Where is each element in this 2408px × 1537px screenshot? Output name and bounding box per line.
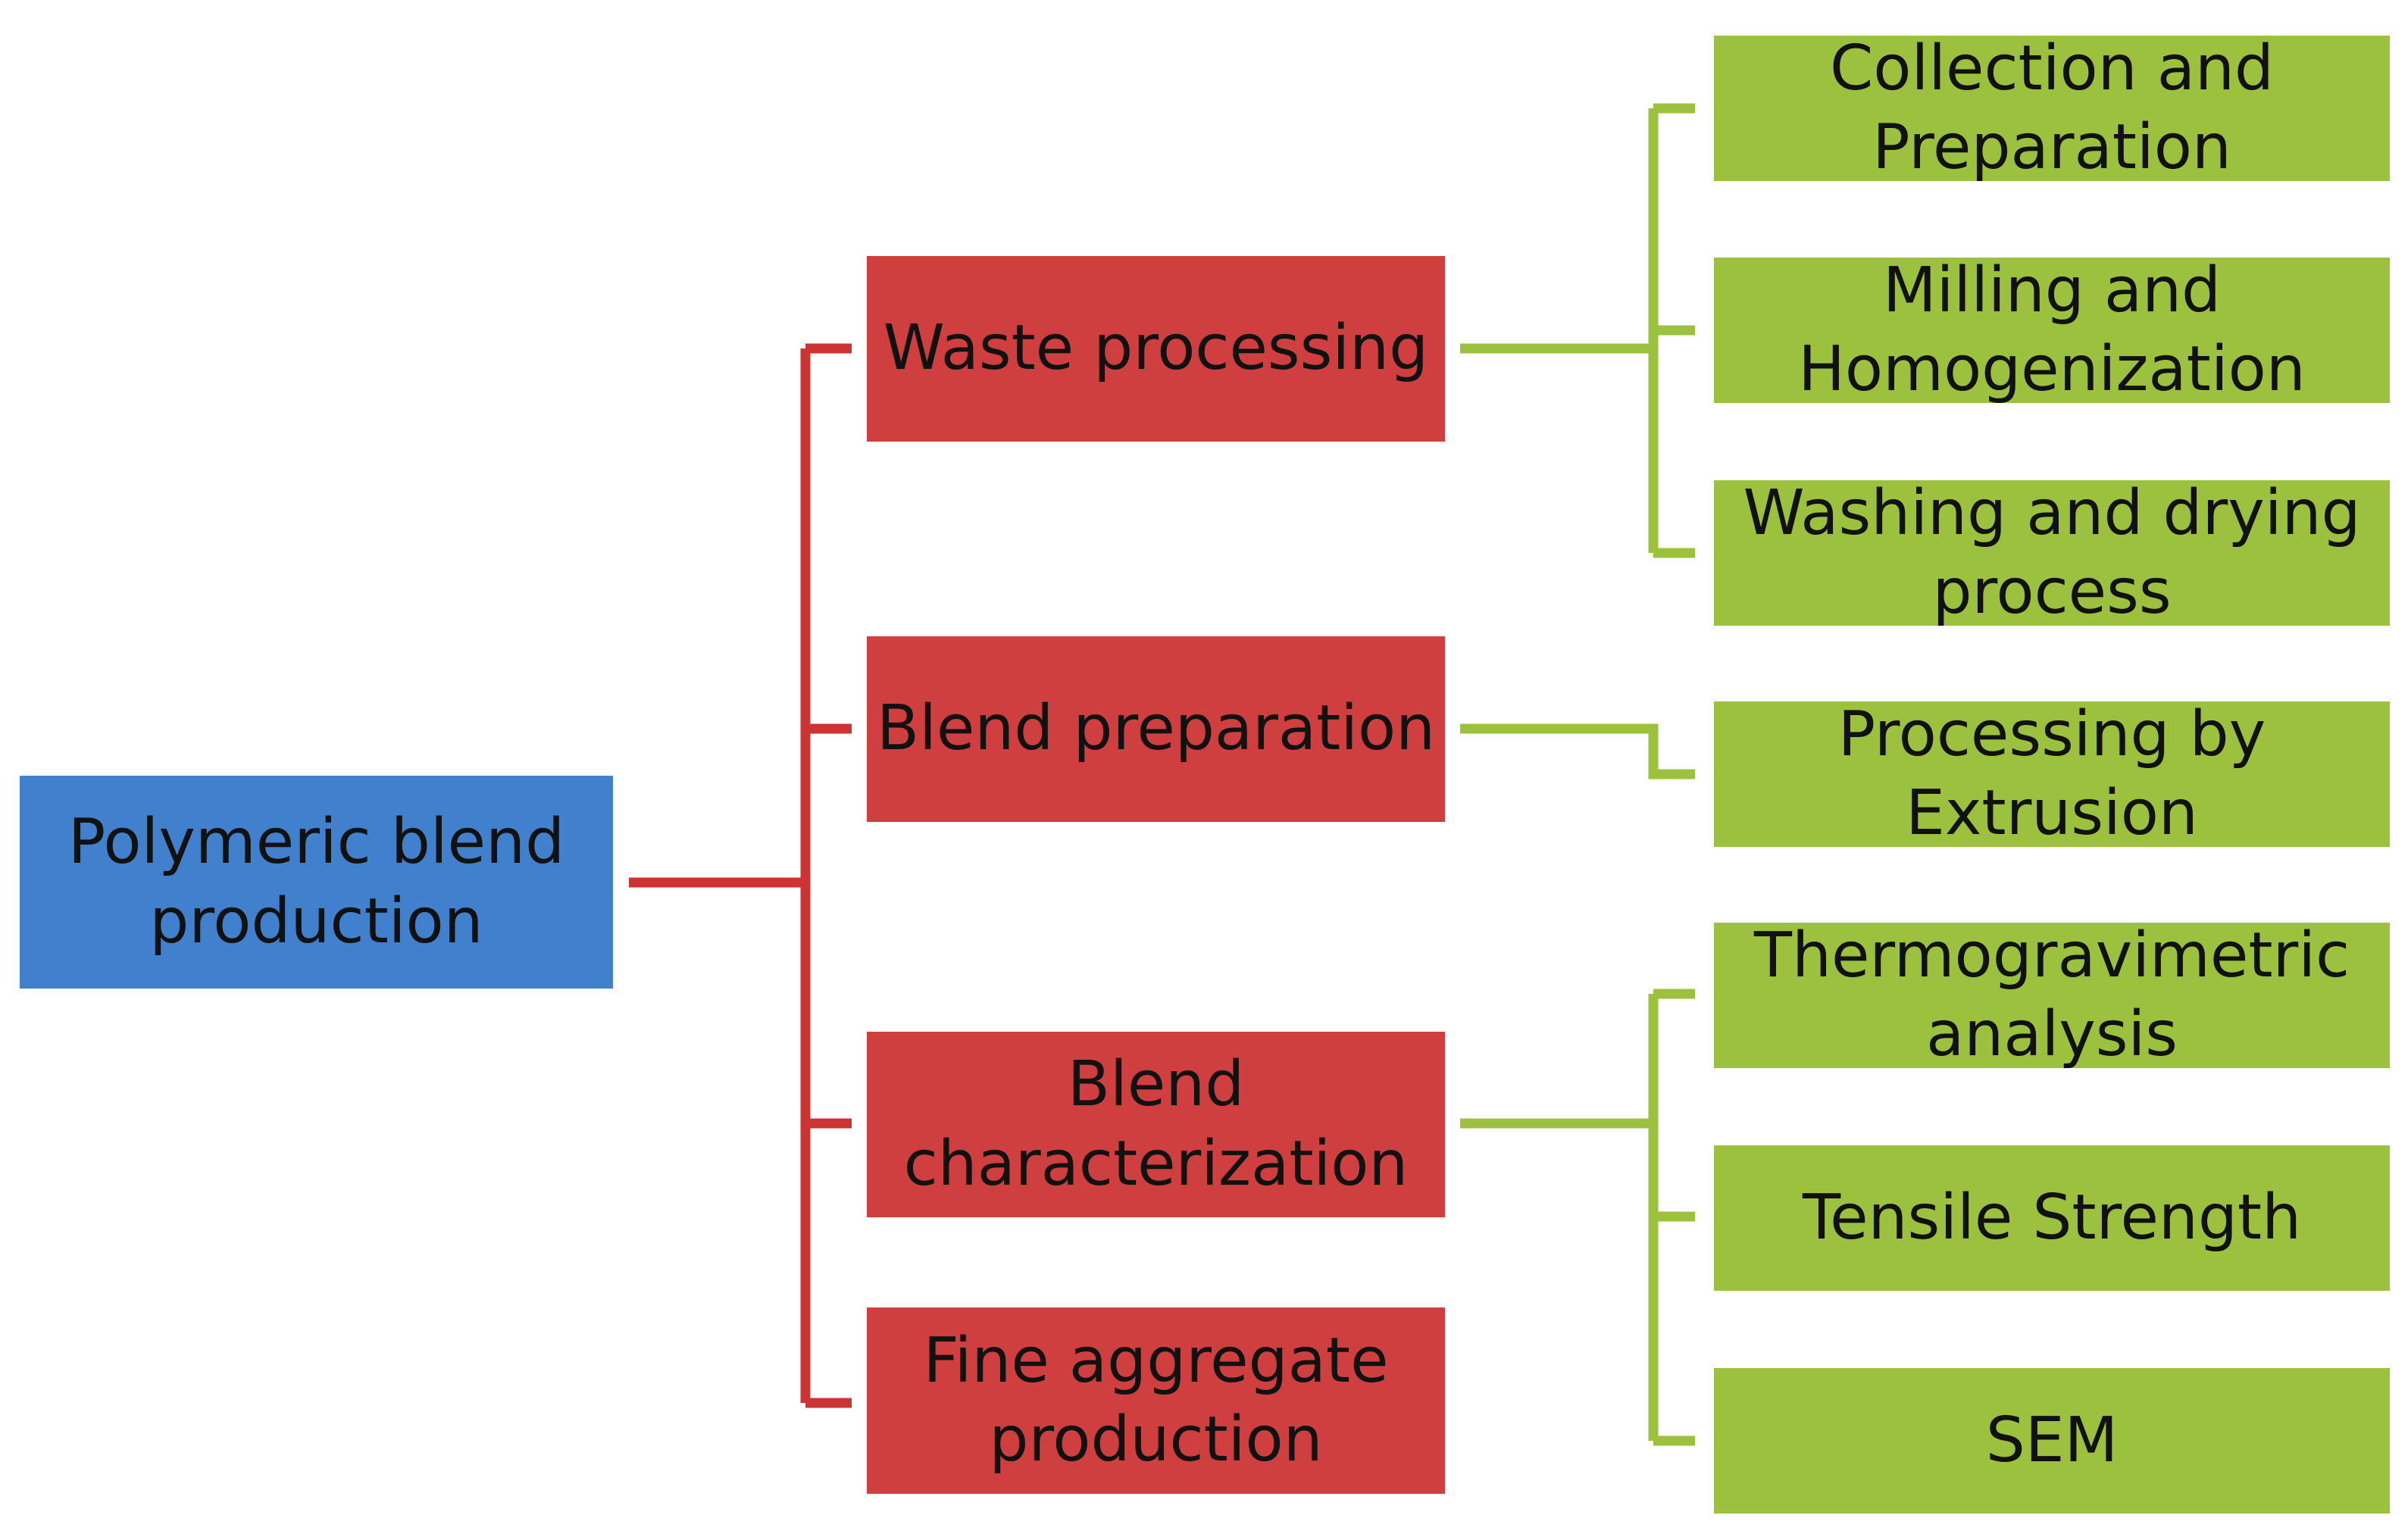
substep-node-sem: SEM bbox=[1714, 1368, 2390, 1514]
substep-label: Tensile Strength bbox=[1802, 1181, 2302, 1254]
substep-brackets bbox=[1460, 103, 1695, 1446]
stage-label-line-1: Blend bbox=[1067, 1048, 1245, 1121]
stage-label: Waste processing bbox=[883, 312, 1429, 385]
substep-label-line-1: Thermogravimetric bbox=[1753, 919, 2350, 992]
substep-node-collection-and-preparation: Collection and Preparation bbox=[1714, 33, 2390, 183]
substep-label-line-2: Homogenization bbox=[1798, 333, 2306, 405]
substep-node-processing-by-extrusion: Processing by Extrusion bbox=[1714, 698, 2390, 849]
substep-node-milling-and-homogenization: Milling and Homogenization bbox=[1714, 255, 2390, 405]
stage-label-line-2: characterization bbox=[903, 1127, 1409, 1200]
substep-label-line-2: Preparation bbox=[1872, 111, 2231, 183]
root-label-line-1: Polymeric blend bbox=[67, 806, 565, 879]
substep-label-line-1: Collection and bbox=[1830, 32, 2274, 105]
root-node-polymeric-blend-production: Polymeric blend production bbox=[20, 776, 613, 989]
blend-prep-connector bbox=[1460, 723, 1695, 779]
substep-node-thermogravimetric-analysis: Thermogravimetric analysis bbox=[1714, 920, 2390, 1070]
substep-label-line-2: process bbox=[1932, 556, 2172, 628]
stage-node-fine-aggregate-production: Fine aggregate production bbox=[867, 1307, 1445, 1494]
substep-node-tensile-strength: Tensile Strength bbox=[1714, 1145, 2390, 1291]
substep-label-line-1: Processing by bbox=[1837, 698, 2266, 770]
stage-label: Blend preparation bbox=[876, 692, 1436, 765]
stage-label-line-1: Fine aggregate bbox=[923, 1324, 1389, 1397]
stage-node-blend-characterization: Blend characterization bbox=[867, 1032, 1445, 1217]
stage-node-waste-processing: Waste processing bbox=[867, 256, 1445, 442]
substep-label: SEM bbox=[1985, 1404, 2119, 1476]
substep-label-line-1: Milling and bbox=[1882, 254, 2222, 326]
substep-label-line-1: Washing and drying bbox=[1743, 476, 2361, 549]
substep-label-line-2: Extrusion bbox=[1906, 777, 2198, 849]
stage-bracket bbox=[629, 343, 852, 1408]
substep-node-washing-and-drying-process: Washing and drying process bbox=[1714, 477, 2390, 628]
stage-label-line-2: production bbox=[989, 1404, 1323, 1476]
root-label-line-2: production bbox=[149, 885, 483, 958]
substep-label-line-2: analysis bbox=[1925, 998, 2178, 1070]
stage-node-blend-preparation: Blend preparation bbox=[867, 636, 1445, 822]
